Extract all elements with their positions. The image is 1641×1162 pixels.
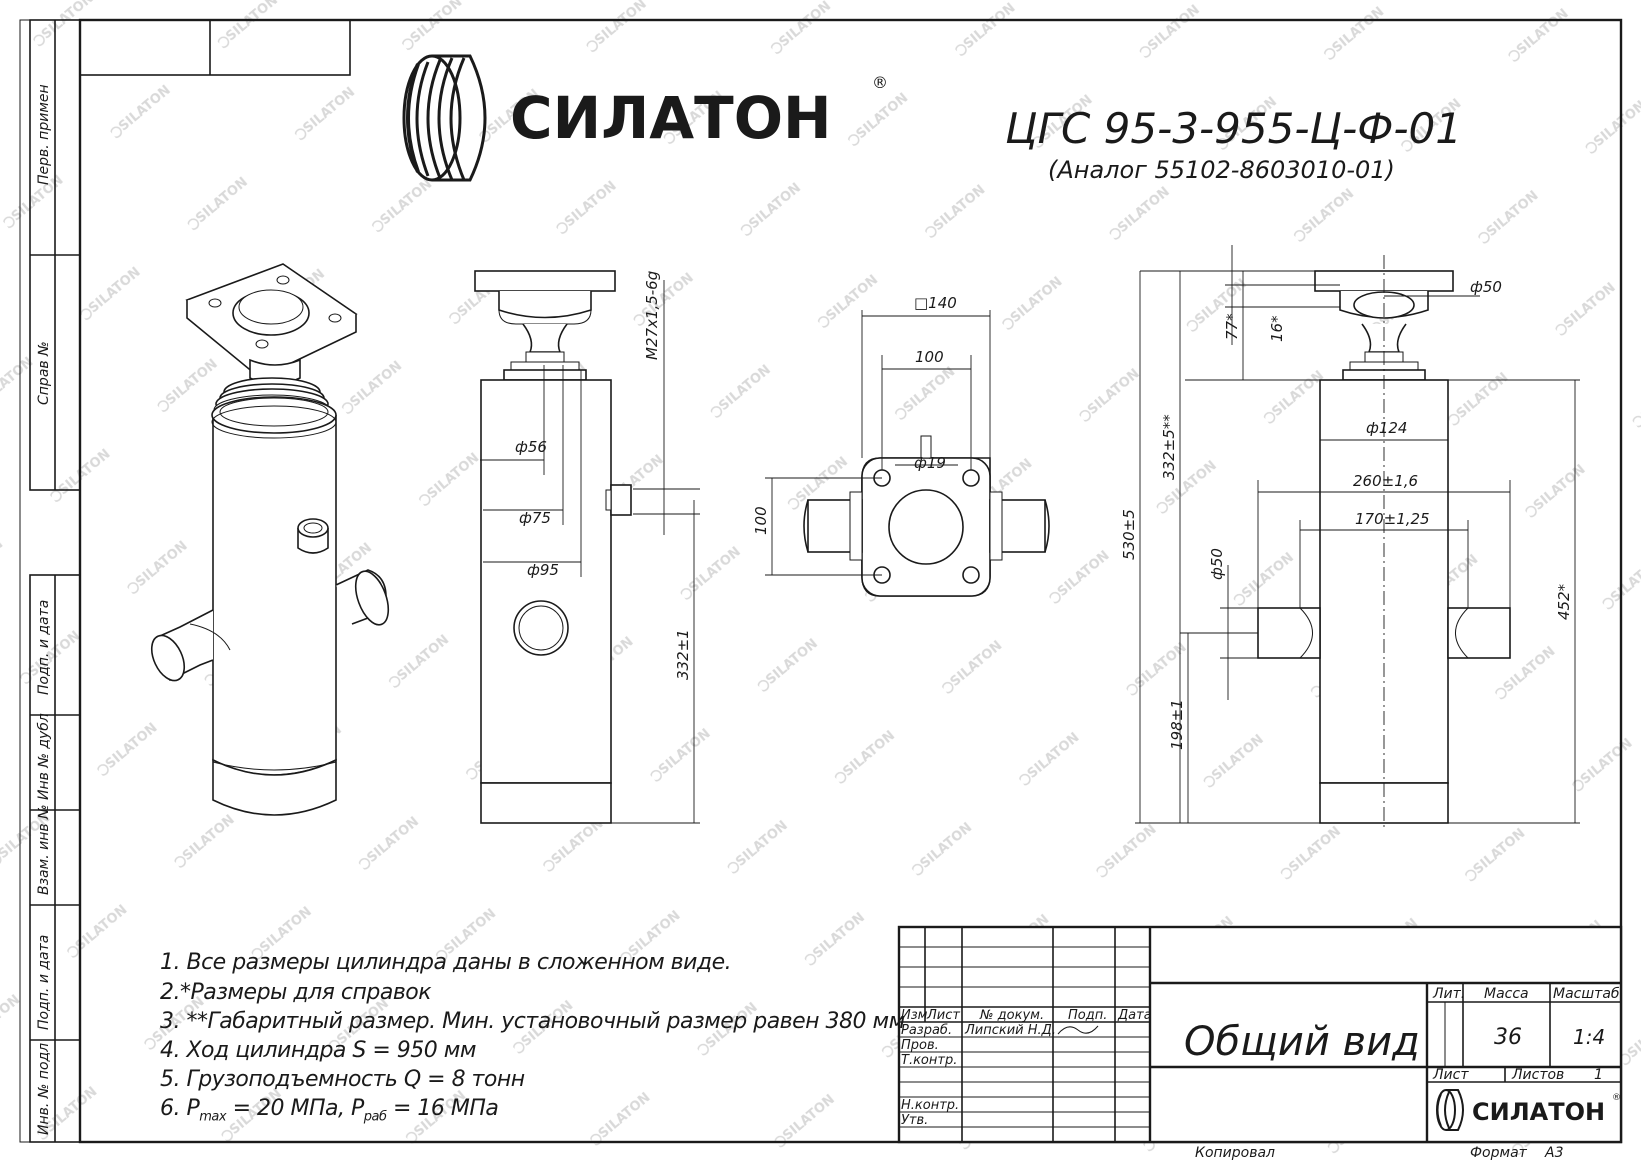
- dim-332-front: 332±1: [674, 629, 692, 680]
- note-6: 6. Pmax = 20 МПа, Pраб = 16 МПа: [160, 1096, 499, 1125]
- tb-row-approved: Утв.: [901, 1113, 928, 1128]
- dim-sq140: □140: [914, 294, 957, 312]
- format-label: Формат: [1470, 1145, 1528, 1161]
- note-6-pmax-sub: max: [199, 1109, 227, 1125]
- dim-530: 530±5: [1120, 509, 1138, 560]
- tb-col-izm: Изм: [901, 1008, 928, 1023]
- dim-d95: ф95: [527, 561, 559, 579]
- dim-d124: ф124: [1366, 419, 1407, 437]
- tb-col-doc: № докум.: [979, 1008, 1044, 1023]
- tb-row-dev: Разраб.: [901, 1023, 952, 1038]
- dim-100-top: 100: [915, 348, 944, 366]
- logo-icon: [402, 54, 487, 182]
- signature: [1057, 1025, 1099, 1035]
- tb-row-ncontr: Н.контр.: [901, 1098, 959, 1113]
- side-stamp: Перв. примен Справ № Подп. и дата Инв № …: [29, 19, 81, 1143]
- tb-developer: Липский Н.Д.: [964, 1023, 1056, 1038]
- tb-col-list: Лист: [926, 1008, 960, 1023]
- dim-d50-top: ф50: [1470, 278, 1502, 296]
- dim-d19: ф19: [914, 454, 946, 472]
- stamp-cell-7: Инв. № подл: [36, 1043, 52, 1135]
- note-5: 5. Грузоподъемность Q = 8 тонн: [160, 1067, 525, 1092]
- dim-198: 198±1: [1168, 699, 1186, 750]
- tb-scale-label: Масштаб: [1553, 986, 1620, 1002]
- dim-77: 77*: [1223, 313, 1241, 340]
- tb-sheets: 1: [1594, 1067, 1603, 1083]
- registered-mark: ®: [872, 73, 888, 92]
- tb-col-date: Дата: [1117, 1008, 1152, 1023]
- title-block-logo: СИЛАТОН ®: [1436, 1089, 1621, 1131]
- side-view: ф50 16* 77* 332±5** 530±5 ф124 260±1,6 1…: [1120, 245, 1580, 830]
- dim-332-side: 332±5**: [1160, 414, 1178, 480]
- logo-text: СИЛАТОН: [510, 84, 832, 152]
- title-block-logo-text: СИЛАТОН: [1472, 1098, 1605, 1126]
- note-4: 4. Ход цилиндра S = 950 мм: [160, 1038, 476, 1063]
- dim-170: 170±1,25: [1355, 510, 1430, 528]
- note-6-p: 6. P: [160, 1096, 200, 1121]
- tb-mass: 36: [1494, 1025, 1522, 1050]
- tb-mass-label: Масса: [1484, 986, 1529, 1002]
- stamp-cell-2: Справ №: [36, 341, 52, 405]
- stamp-cell-1: Перв. примен: [36, 84, 52, 185]
- dim-d56: ф56: [515, 438, 547, 456]
- tb-sheet-label: Лист: [1432, 1067, 1469, 1083]
- note-2: 2.*Размеры для справок: [160, 980, 432, 1005]
- dim-100-left: 100: [752, 506, 770, 535]
- tb-lit-label: Лит.: [1432, 986, 1465, 1002]
- tb-row-tcontr: Т.контр.: [901, 1053, 957, 1068]
- title-block: Изм Лист № докум. Подп. Дата Разраб. Про…: [897, 925, 1623, 1144]
- brand-logo: СИЛАТОН ®: [402, 54, 888, 182]
- format-value: A3: [1544, 1145, 1563, 1161]
- note-3: 3. **Габаритный размер. Мин. установочны…: [160, 1009, 905, 1034]
- stamp-cell-5: Взам. инв №: [36, 804, 52, 895]
- note-6-end: = 16 МПа: [386, 1096, 499, 1121]
- top-view: □140 100 ф19 100: [752, 294, 1050, 597]
- tb-row-check: Пров.: [901, 1038, 939, 1053]
- dim-d75: ф75: [519, 509, 551, 527]
- dim-thread: M27x1,5-6g: [643, 271, 661, 360]
- dim-16: 16*: [1268, 315, 1286, 342]
- tb-col-sign: Подп.: [1068, 1008, 1107, 1023]
- tb-scale: 1:4: [1573, 1025, 1605, 1049]
- copied-label: Копировал: [1195, 1145, 1275, 1161]
- tb-registered-mark: ®: [1612, 1093, 1621, 1103]
- note-6-prab-sub: раб: [363, 1109, 387, 1125]
- front-view: ф56 ф75 ф95 M27x1,5-6g 332±1: [474, 270, 700, 824]
- stamp-cell-6: Подп. и дата: [36, 935, 52, 1030]
- analog-subtitle: (Аналог 55102-8603010-01): [1048, 156, 1395, 184]
- note-6-mid: = 20 МПа, P: [226, 1096, 365, 1121]
- dim-452: 452*: [1555, 583, 1573, 620]
- dim-260: 260±1,6: [1353, 472, 1418, 490]
- drawing-name: Общий вид: [1184, 1019, 1420, 1065]
- designation-title: ЦГС 95-3-955-Ц-Ф-01: [1005, 104, 1462, 153]
- isometric-view: [150, 263, 390, 816]
- dim-d50-side: ф50: [1208, 548, 1226, 580]
- note-1: 1. Все размеры цилиндра даны в сложенном…: [160, 950, 732, 975]
- tb-sheets-label: Листов: [1511, 1067, 1564, 1083]
- stamp-cell-4: Инв № дубл: [36, 713, 52, 800]
- stamp-cell-3: Подп. и дата: [36, 600, 52, 695]
